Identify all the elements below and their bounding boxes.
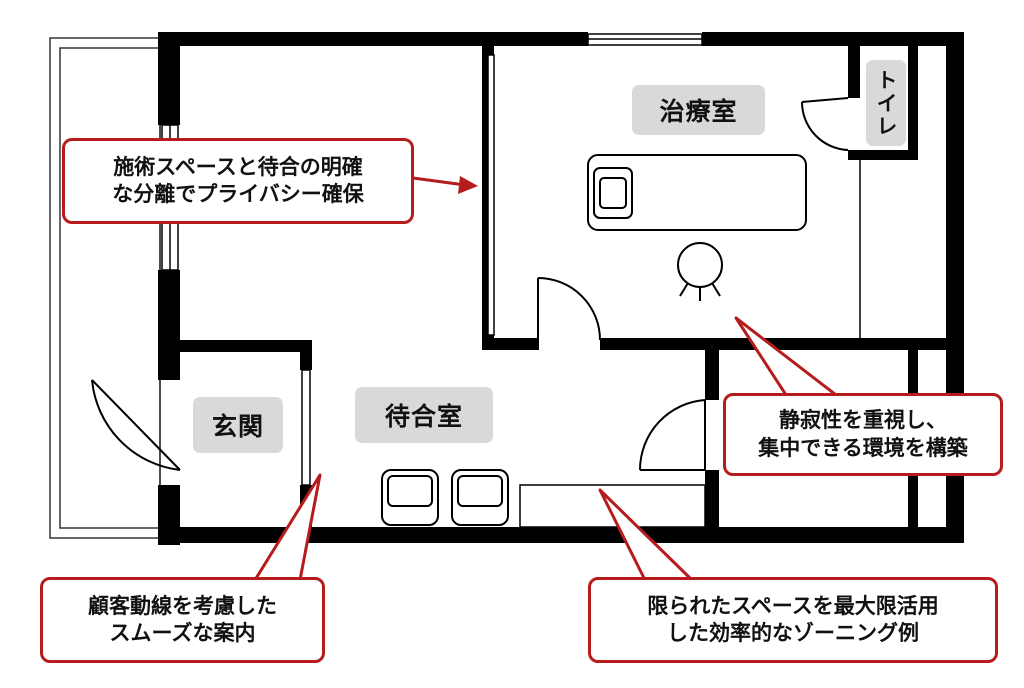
callout-zoning-line1: 限られたスペースを最大限活用	[647, 593, 939, 618]
callout-zoning-line2: した効率的なゾーニング例	[667, 621, 919, 645]
waiting-room-label: 待合室	[355, 387, 493, 443]
callout-quiet-line2: 集中できる環境を構築	[758, 435, 968, 460]
sliding-partition	[487, 54, 861, 338]
callout-privacy-line2: な分離でプライバシー確保	[112, 182, 364, 206]
callout-privacy: 施術スペースと待合の明確 な分離でプライバシー確保	[62, 138, 414, 224]
toilet-label: トイレ	[866, 60, 906, 146]
callout-quiet: 静寂性を重視し、 集中できる環境を構築	[723, 393, 1003, 476]
stool	[677, 242, 723, 301]
callout-privacy-line1: 施術スペースと待合の明確	[113, 154, 363, 179]
callout-flow-line2: スムーズな案内	[109, 621, 256, 645]
callout-quiet-line1: 静寂性を重視し、	[779, 408, 947, 433]
entrance-label: 玄関	[193, 397, 283, 453]
doors	[91, 97, 849, 486]
callout-flow: 顧客動線を考慮した スムーズな案内	[40, 577, 325, 663]
treatment-bed	[587, 154, 807, 231]
treatment-room-label: 治療室	[632, 85, 765, 135]
callout-zoning: 限られたスペースを最大限活用 した効率的なゾーニング例	[588, 577, 998, 663]
callout-flow-line1: 顧客動線を考慮した	[88, 593, 277, 618]
balcony	[49, 37, 161, 539]
waiting-chairs	[381, 469, 509, 526]
